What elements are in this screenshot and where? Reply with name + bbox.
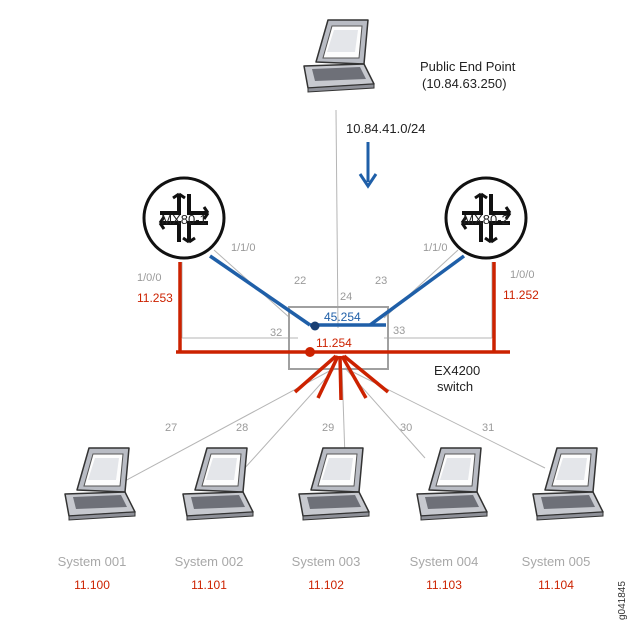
system-002-laptop-icon: [182, 447, 254, 521]
down-arrow-icon: [358, 142, 378, 189]
system-004-port: 30: [400, 422, 412, 434]
system-003-port: 29: [322, 422, 334, 434]
system-004-laptop-icon: [416, 447, 488, 521]
red-switch-port: [305, 347, 315, 357]
system-001-laptop-icon: [64, 447, 136, 521]
router-2-blue-interface: 1/1/0: [423, 242, 447, 254]
switch-name-line1: EX4200: [434, 363, 480, 378]
system-001-port: 27: [165, 422, 177, 434]
figure-id: g041845: [617, 581, 628, 620]
system-001-address: 11.100: [74, 578, 110, 592]
system-001-name: System 001: [58, 554, 127, 569]
router-2-red-address: 11.252: [503, 288, 539, 302]
system-002-port: 28: [236, 422, 248, 434]
system-003-name: System 003: [292, 554, 361, 569]
switch-red-address: 11.254: [316, 336, 352, 350]
switch-port-33: 33: [393, 325, 405, 337]
red-links: [176, 262, 510, 401]
switch-blue-address: 45.254: [324, 310, 361, 324]
switch-name-line2: switch: [437, 379, 473, 394]
public-endpoint-laptop-icon: [303, 19, 375, 93]
system-002-name: System 002: [175, 554, 244, 569]
system-003-laptop-icon: [298, 447, 370, 521]
router-2-red-interface: 1/0/0: [510, 269, 534, 281]
router-2-name: MX80-2: [463, 212, 509, 227]
system-004-name: System 004: [410, 554, 479, 569]
router-1-name: MX80-1: [161, 212, 207, 227]
switch-port-32: 32: [270, 327, 282, 339]
switch-box: [288, 306, 389, 370]
switch-port-23: 23: [375, 275, 387, 287]
system-005-name: System 005: [522, 554, 591, 569]
system-005-laptop-icon: [532, 447, 604, 521]
blue-switch-port: [310, 321, 320, 331]
router-1-red-interface: 1/0/0: [137, 272, 161, 284]
system-002-address: 11.101: [191, 578, 227, 592]
router-1-blue-interface: 1/1/0: [231, 242, 255, 254]
public-endpoint-address: (10.84.63.250): [422, 76, 507, 91]
switch-port-24: 24: [340, 291, 352, 303]
system-004-address: 11.103: [426, 578, 462, 592]
blue-links: [209, 254, 466, 327]
router-1-red-address: 11.253: [137, 291, 173, 305]
switch-port-22: 22: [294, 275, 306, 287]
public-endpoint-name: Public End Point: [420, 59, 516, 74]
system-003-address: 11.102: [308, 578, 344, 592]
system-005-address: 11.104: [538, 578, 574, 592]
public-subnet: 10.84.41.0/24: [346, 121, 426, 136]
system-005-port: 31: [482, 422, 494, 434]
